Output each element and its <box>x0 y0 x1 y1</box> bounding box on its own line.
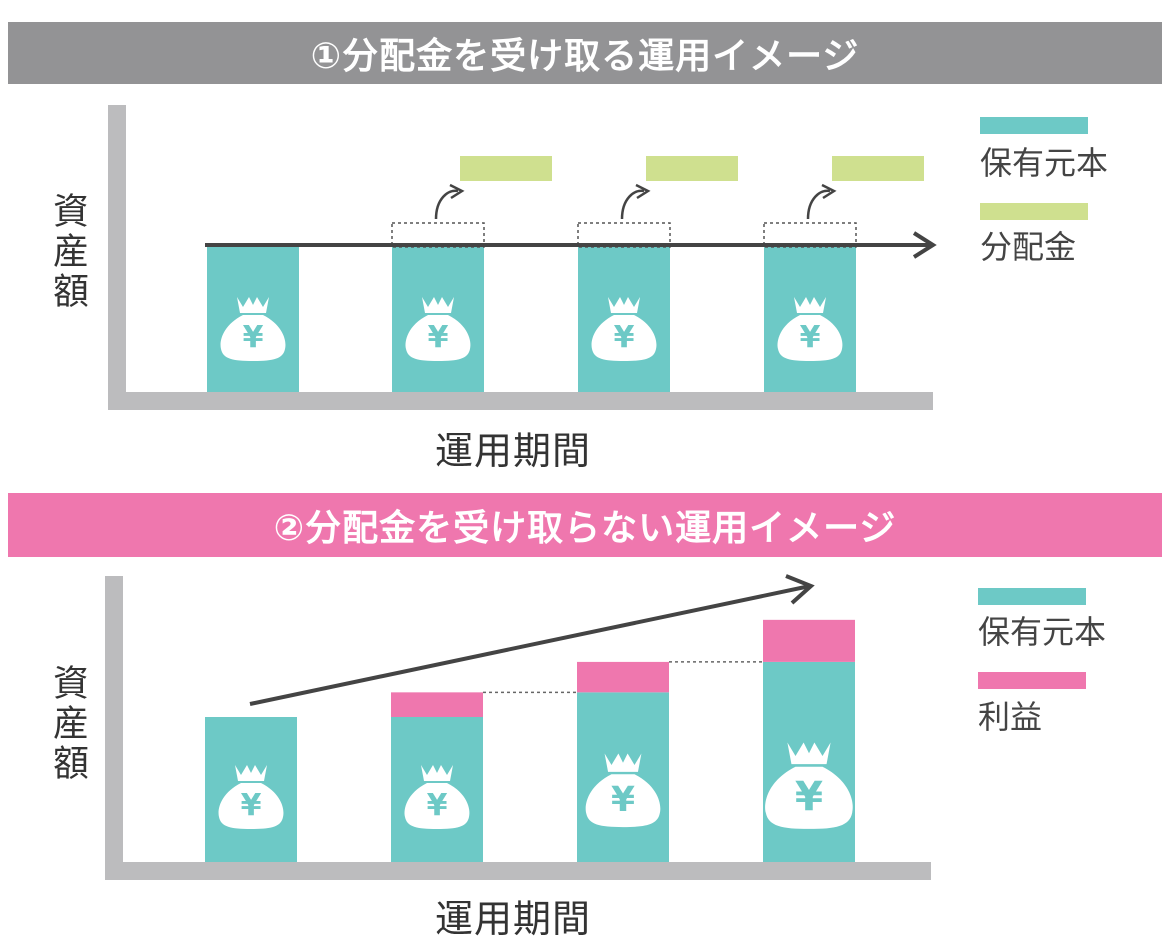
legend2-label-profit: 利益 <box>978 698 1043 736</box>
panel1-distribution-arrow <box>620 189 645 220</box>
svg-text:¥: ¥ <box>800 320 821 355</box>
panel2-growth-arrow <box>249 584 811 706</box>
svg-text:¥: ¥ <box>428 320 449 355</box>
panel1-y-axis <box>108 105 126 410</box>
panel1-distribution-block <box>460 156 552 181</box>
panel1-x-axis <box>108 392 933 410</box>
money-bag-yen-icon: ¥ <box>220 297 286 361</box>
legend2-swatch-profit <box>978 672 1086 689</box>
svg-text:¥: ¥ <box>427 788 448 823</box>
panel2-bar-profit <box>577 661 669 693</box>
money-bag-yen-icon: ¥ <box>585 753 661 828</box>
panel1-distribution-block <box>832 156 924 181</box>
panel1-distribution-arrow <box>806 189 831 220</box>
panel2-y-axis-label: 資産額 <box>47 664 88 784</box>
panel2-y-axis <box>105 576 123 880</box>
money-bag-yen-icon: ¥ <box>765 742 853 829</box>
legend1-swatch-principal <box>980 117 1088 134</box>
panel2-title-banner: ②分配金を受け取らない運用イメージ <box>8 493 1162 557</box>
money-bag-yen-icon: ¥ <box>404 765 470 829</box>
legend2-swatch-principal <box>978 588 1086 605</box>
panel1-distribution-arrowhead <box>449 183 465 200</box>
money-bag-yen-icon: ¥ <box>591 297 657 361</box>
panel1-distribution-arrowhead <box>821 183 837 200</box>
panel2-arrowhead <box>785 574 815 605</box>
panel1-x-axis-label: 運用期間 <box>435 429 592 473</box>
money-bag-yen-icon: ¥ <box>777 297 843 361</box>
panel2-title: ②分配金を受け取らない運用イメージ <box>273 508 897 549</box>
legend1-swatch-distribution <box>980 203 1088 220</box>
panel2-bar-profit <box>391 692 483 717</box>
panel2-x-axis <box>105 862 931 880</box>
panel1-arrowhead <box>912 231 937 259</box>
legend1-label-distribution: 分配金 <box>980 228 1077 266</box>
panel1-distribution-arrow <box>434 189 459 220</box>
money-bag-yen-icon: ¥ <box>405 297 471 361</box>
svg-text:¥: ¥ <box>614 320 635 355</box>
legend1-label-principal: 保有元本 <box>980 144 1109 182</box>
svg-text:¥: ¥ <box>243 320 264 355</box>
money-bag-yen-icon: ¥ <box>218 765 284 829</box>
panel1-distribution-block <box>646 156 738 181</box>
svg-text:¥: ¥ <box>241 788 262 823</box>
panel1-title: ①分配金を受け取る運用イメージ <box>310 36 860 77</box>
panel1-title-banner: ①分配金を受け取る運用イメージ <box>8 22 1162 84</box>
panel1-y-axis-label: 資産額 <box>47 192 88 312</box>
svg-text:¥: ¥ <box>795 772 823 820</box>
panel2-bar-profit <box>763 619 855 662</box>
panel2-x-axis-label: 運用期間 <box>435 897 592 941</box>
panel1-distribution-arrowhead <box>635 183 651 200</box>
svg-text:¥: ¥ <box>611 780 635 820</box>
legend2-label-principal: 保有元本 <box>978 613 1107 651</box>
